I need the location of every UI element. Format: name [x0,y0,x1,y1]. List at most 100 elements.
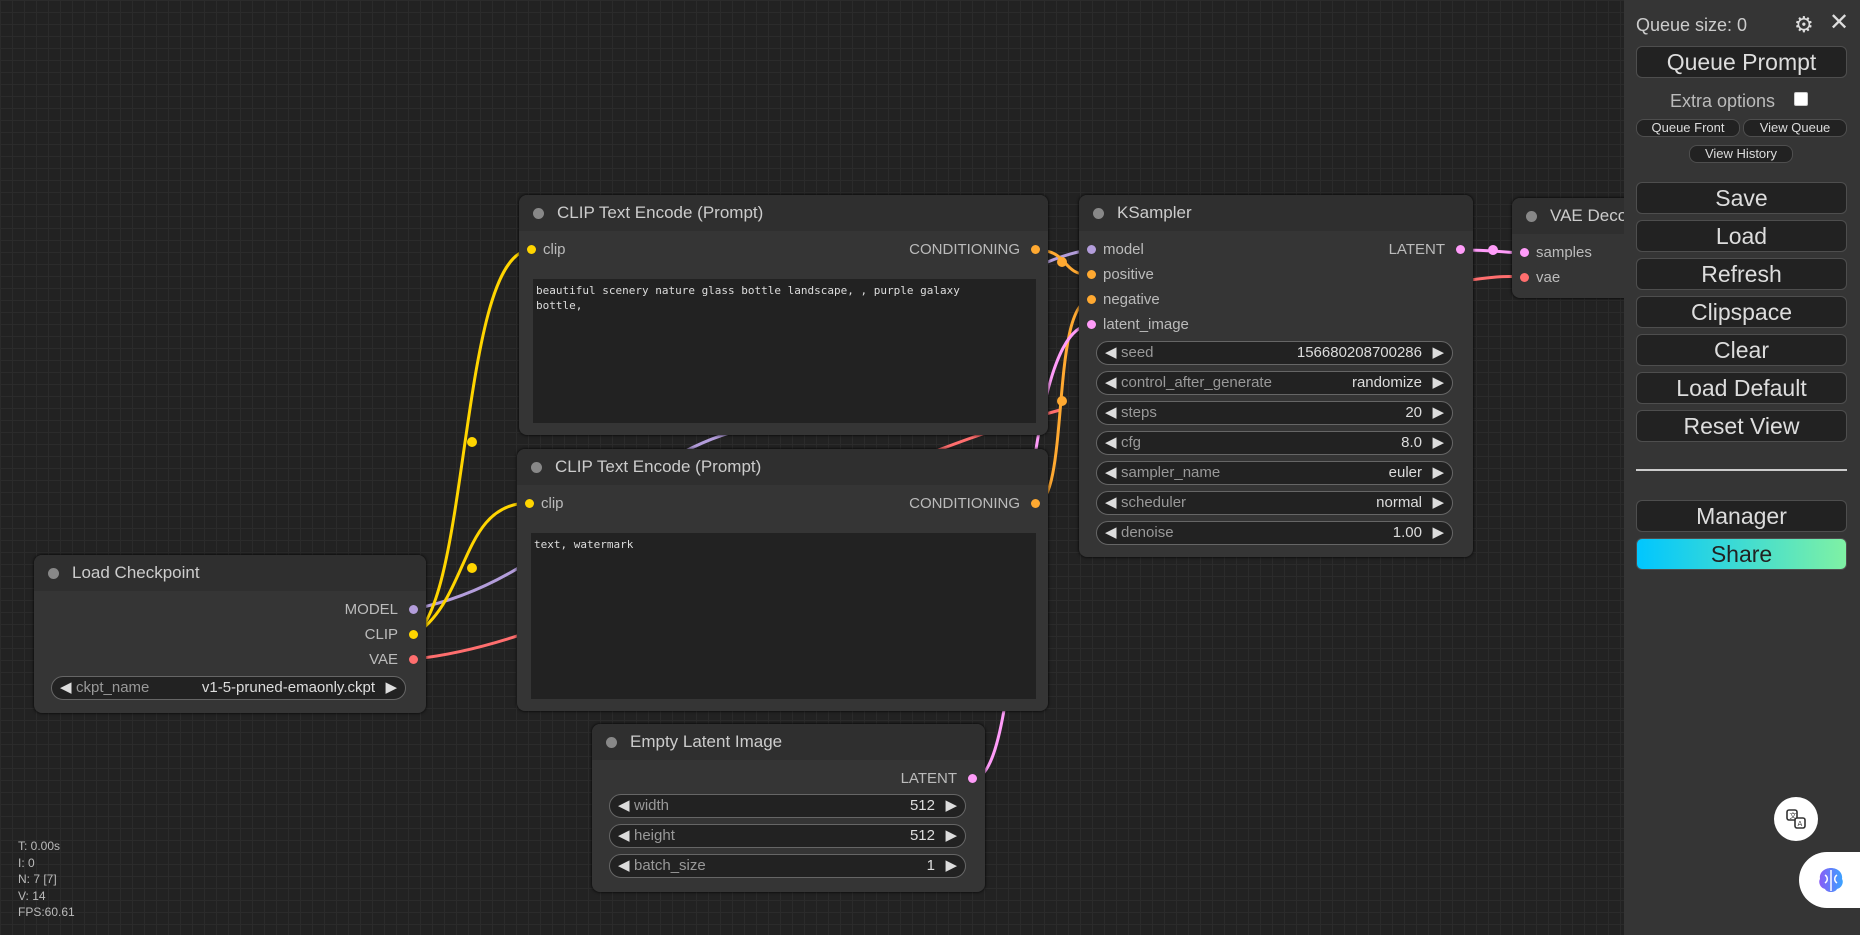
increment-arrow-icon[interactable]: ▶ [385,679,397,696]
queue-size-label: Queue size: 0 [1636,15,1748,35]
save-button[interactable]: Save [1636,182,1847,214]
close-icon[interactable]: ✕ [1829,9,1850,36]
conditioning-output-dot[interactable] [1031,499,1040,508]
decrement-arrow-icon[interactable]: ◀ [1105,494,1117,511]
queue-prompt-button[interactable]: Queue Prompt [1636,46,1847,78]
node-title[interactable]: VAE Decode [1512,198,1624,234]
collapse-dot-icon[interactable] [48,568,59,579]
node-title[interactable]: KSampler [1079,195,1473,231]
clip-input-dot[interactable] [527,245,536,254]
extra-options-checkbox[interactable] [1794,92,1808,106]
refresh-button[interactable]: Refresh [1636,258,1847,290]
manager-button[interactable]: Manager [1636,500,1847,532]
load-checkpoint-node[interactable]: Load Checkpoint MODEL CLIP VAE ◀ckpt_nam… [34,555,426,713]
increment-arrow-icon[interactable]: ▶ [945,797,957,814]
collapse-dot-icon[interactable] [606,737,617,748]
node-title[interactable]: Load Checkpoint [34,555,426,591]
decrement-arrow-icon[interactable]: ◀ [1105,404,1117,421]
decrement-arrow-icon[interactable]: ◀ [60,679,72,696]
ksampler-node[interactable]: KSampler model positive negative latent_… [1079,195,1473,557]
vae-input-dot[interactable] [1520,273,1529,282]
view-queue-button[interactable]: View Queue [1743,119,1847,137]
clipspace-button[interactable]: Clipspace [1636,296,1847,328]
increment-arrow-icon[interactable]: ▶ [1432,374,1444,391]
latent-output-dot[interactable] [968,774,977,783]
load-default-button[interactable]: Load Default [1636,372,1847,404]
node-title[interactable]: CLIP Text Encode (Prompt) [517,449,1048,485]
decrement-arrow-icon[interactable]: ◀ [1105,464,1117,481]
decrement-arrow-icon[interactable]: ◀ [1105,374,1117,391]
view-history-button[interactable]: View History [1689,145,1793,163]
increment-arrow-icon[interactable]: ▶ [945,857,957,874]
decrement-arrow-icon[interactable]: ◀ [1105,434,1117,451]
decrement-arrow-icon[interactable]: ◀ [618,857,630,874]
increment-arrow-icon[interactable]: ▶ [1432,404,1444,421]
node-title[interactable]: Empty Latent Image [592,724,985,760]
decrement-arrow-icon[interactable]: ◀ [1105,344,1117,361]
stat-fps: FPS:60.61 [18,905,75,919]
decrement-arrow-icon[interactable]: ◀ [618,827,630,844]
brain-icon[interactable] [1799,852,1860,908]
node-title[interactable]: CLIP Text Encode (Prompt) [519,195,1048,231]
negative-input-dot[interactable] [1087,295,1096,304]
positive-input-dot[interactable] [1087,270,1096,279]
increment-arrow-icon[interactable]: ▶ [1432,464,1444,481]
model-output-dot[interactable] [409,605,418,614]
share-button[interactable]: Share [1636,538,1847,570]
latent-image-input-dot[interactable] [1087,320,1096,329]
latent-output-dot[interactable] [1456,245,1465,254]
model-input-dot[interactable] [1087,245,1096,254]
clip-text-encode-positive-node[interactable]: CLIP Text Encode (Prompt) clip CONDITION… [519,195,1048,435]
widget-name: batch_size [634,857,706,874]
extra-options-label: Extra options [1670,91,1776,111]
stat-iterations: I: 0 [18,855,35,870]
clip-text-encode-negative-node[interactable]: CLIP Text Encode (Prompt) clip CONDITION… [517,449,1048,711]
widget-value: euler [1388,464,1422,481]
increment-arrow-icon[interactable]: ▶ [1432,494,1444,511]
clip-output-dot[interactable] [409,630,418,639]
queue-front-button[interactable]: Queue Front [1636,119,1740,137]
decrement-arrow-icon[interactable]: ◀ [1105,524,1117,541]
increment-arrow-icon[interactable]: ▶ [945,827,957,844]
increment-arrow-icon[interactable]: ▶ [1432,344,1444,361]
widget-name: steps [1121,404,1157,421]
clip-input-label: clip [543,241,566,258]
samples-input-dot[interactable] [1520,248,1529,257]
graph-canvas[interactable]: CLIP Text Encode (Prompt) clip CONDITION… [0,0,1624,935]
gear-icon[interactable]: ⚙ [1794,12,1814,37]
prompt-textarea[interactable]: beautiful scenery nature glass bottle la… [533,279,1036,423]
widget-name: seed [1121,344,1154,361]
widget-value: v1-5-pruned-emaonly.ckpt [201,679,375,696]
increment-arrow-icon[interactable]: ▶ [1432,434,1444,451]
svg-text:A: A [1798,820,1803,828]
vae-output-dot[interactable] [409,655,418,664]
decrement-arrow-icon[interactable]: ◀ [618,797,630,814]
load-button[interactable]: Load [1636,220,1847,252]
vae-decode-node[interactable]: VAE Decode samples vae [1512,198,1624,298]
collapse-dot-icon[interactable] [1093,208,1104,219]
collapse-dot-icon[interactable] [1526,211,1537,222]
reset-view-button[interactable]: Reset View [1636,410,1847,442]
clear-button[interactable]: Clear [1636,334,1847,366]
menu-divider [1636,469,1847,471]
conditioning-output-dot[interactable] [1031,245,1040,254]
clip-input-dot[interactable] [525,499,534,508]
increment-arrow-icon[interactable]: ▶ [1432,524,1444,541]
collapse-dot-icon[interactable] [533,208,544,219]
collapse-dot-icon[interactable] [531,462,542,473]
prompt-textarea[interactable]: text, watermark [531,533,1036,699]
stat-nodes: N: 7 [7] [18,872,57,886]
